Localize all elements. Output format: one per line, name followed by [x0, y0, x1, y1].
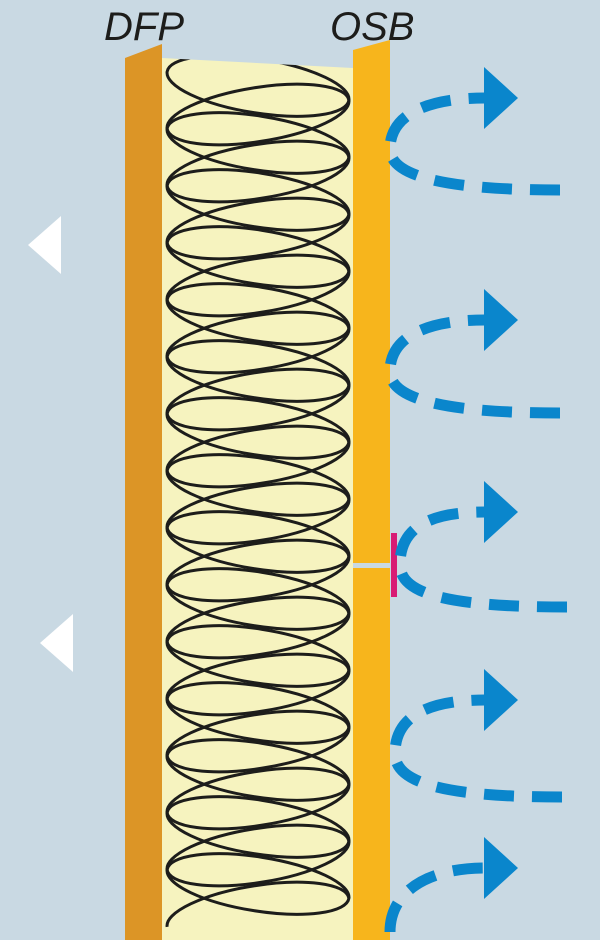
arrow-left-icon [28, 216, 61, 274]
curved-vapour-path [384, 862, 486, 933]
arrow-right-icon [484, 837, 518, 899]
curved-vapour-path [394, 506, 568, 613]
insulation-loop [165, 852, 351, 916]
curved-vapour-path [384, 92, 561, 196]
osb-panel [353, 40, 390, 940]
arrow-right-icon [484, 289, 518, 351]
dfp-label: DFP [104, 5, 184, 49]
insulation-layer [162, 58, 353, 940]
seal-tape [391, 533, 397, 597]
arrow-right-icon [484, 481, 518, 543]
osb-label: OSB [330, 5, 414, 49]
curved-vapour-path [384, 314, 561, 419]
insulation-loops [165, 58, 351, 928]
dfp-panel [125, 44, 162, 940]
arrow-right-icon [484, 669, 518, 731]
osb-joint-gap [353, 563, 393, 568]
arrow-right-icon [484, 67, 518, 129]
reflected-vapour-arrows [384, 67, 568, 933]
arrow-left-icon [40, 614, 73, 672]
diffusion-arrows [28, 216, 560, 672]
curved-vapour-path [389, 694, 563, 803]
insulation-loop [165, 880, 351, 928]
